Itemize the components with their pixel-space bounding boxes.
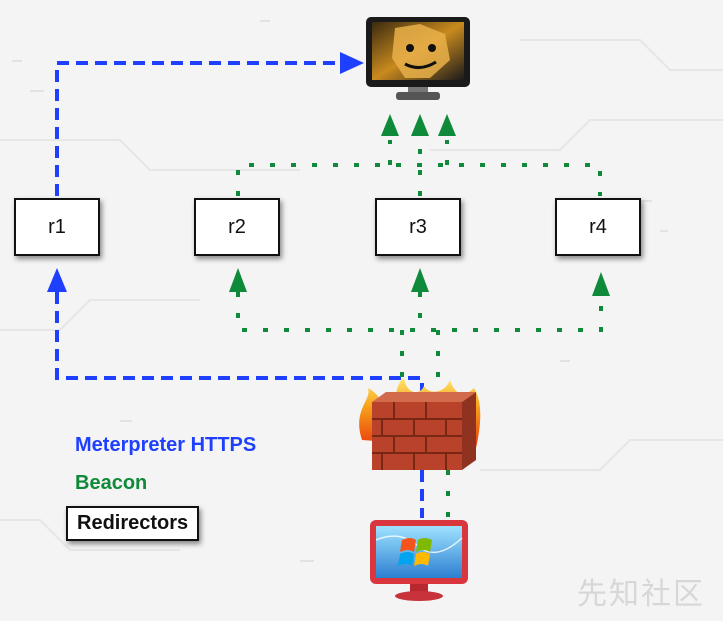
windows-monitor-icon xyxy=(370,520,468,601)
watermark: 先知社区 xyxy=(577,578,705,611)
legend-beacon: Beacon xyxy=(75,472,148,494)
beacon-arrow-r3 xyxy=(411,268,429,292)
beacon-path xyxy=(236,140,603,518)
redirector-label: r1 xyxy=(48,215,66,238)
beacon-arrow-3 xyxy=(438,114,456,136)
redirector-r3: r3 xyxy=(375,198,461,256)
beacon-arrow-r2 xyxy=(229,268,247,292)
redirector-r1: r1 xyxy=(14,198,100,256)
https-arrow-team-server xyxy=(340,52,364,74)
redirector-r2: r2 xyxy=(194,198,280,256)
beacon-arrow-r4 xyxy=(592,272,610,296)
redirector-label: r2 xyxy=(228,215,246,238)
https-arrow-r1 xyxy=(47,268,67,292)
redirector-label: r4 xyxy=(589,215,607,238)
legend-redirectors: Redirectors xyxy=(66,506,200,541)
monitor-hacker-icon xyxy=(366,17,470,100)
redirector-r4: r4 xyxy=(555,198,641,256)
beacon-arrow-2 xyxy=(411,114,429,136)
redirector-label: r3 xyxy=(409,215,427,238)
legend-meterpreter-https: Meterpreter HTTPS xyxy=(75,434,257,456)
meterpreter-https-path xyxy=(55,61,424,518)
firewall-icon xyxy=(359,378,481,470)
beacon-arrow-1 xyxy=(381,114,399,136)
